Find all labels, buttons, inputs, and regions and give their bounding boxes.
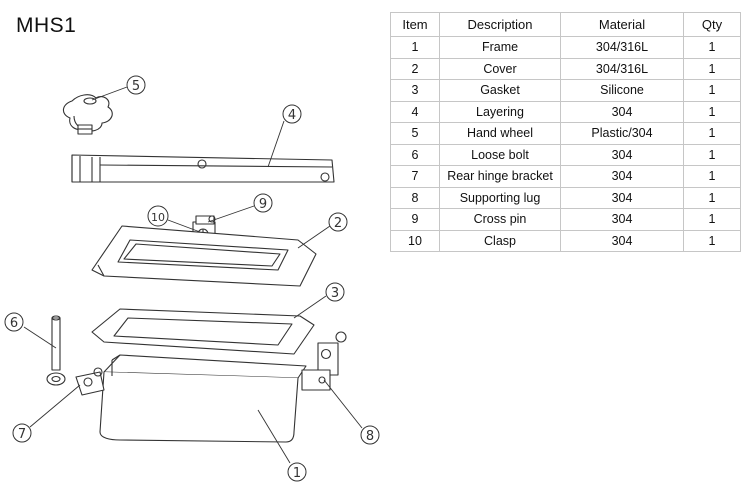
cell-item: 2 <box>390 57 440 80</box>
parts-table: Item Description Material Qty 1 Frame 30… <box>390 12 741 252</box>
table-row: 10 Clasp 304 1 <box>390 229 741 252</box>
header-item: Item <box>390 12 440 37</box>
svg-text:8: 8 <box>366 429 374 444</box>
cell-qty: 1 <box>683 36 741 59</box>
callout-3: 3 <box>325 282 345 302</box>
callout-10: 10 <box>147 205 169 227</box>
cell-description: Loose bolt <box>439 143 561 166</box>
cell-qty: 1 <box>683 79 741 102</box>
cell-description: Frame <box>439 36 561 59</box>
model-label: MHS1 <box>16 14 77 37</box>
callout-6: 6 <box>4 312 24 332</box>
frame-part <box>99 354 307 443</box>
header-material: Material <box>560 12 684 37</box>
svg-text:5: 5 <box>132 79 140 94</box>
cell-item: 1 <box>390 36 440 59</box>
cell-description: Cover <box>439 57 561 80</box>
cell-qty: 1 <box>683 143 741 166</box>
cell-material: Plastic/304 <box>560 122 684 145</box>
cell-item: 4 <box>390 100 440 123</box>
cell-qty: 1 <box>683 100 741 123</box>
layering-bar-part <box>71 154 335 183</box>
loose-bolt-part <box>46 315 66 386</box>
svg-text:10: 10 <box>151 211 165 224</box>
svg-text:9: 9 <box>259 197 267 212</box>
callout-5: 5 <box>126 75 146 95</box>
table-row: 8 Supporting lug 304 1 <box>390 186 741 209</box>
svg-text:1: 1 <box>293 466 301 481</box>
exploded-view-diagram: 5 4 9 10 2 3 6 7 <box>4 75 380 482</box>
callout-4: 4 <box>282 104 302 124</box>
hand-wheel-part <box>62 94 113 135</box>
callout-2: 2 <box>328 212 348 232</box>
svg-text:2: 2 <box>334 216 342 231</box>
cell-material: 304 <box>560 165 684 188</box>
cell-description: Cross pin <box>439 208 561 231</box>
table-row: 5 Hand wheel Plastic/304 1 <box>390 122 741 145</box>
table-row: 6 Loose bolt 304 1 <box>390 143 741 166</box>
callout-1: 1 <box>287 462 307 482</box>
cell-description: Rear hinge bracket <box>439 165 561 188</box>
svg-text:7: 7 <box>18 427 26 442</box>
cell-qty: 1 <box>683 122 741 145</box>
cell-material: 304 <box>560 100 684 123</box>
cell-material: 304 <box>560 229 684 252</box>
cell-item: 7 <box>390 165 440 188</box>
table-row: 2 Cover 304/316L 1 <box>390 57 741 80</box>
table-header-row: Item Description Material Qty <box>390 12 741 37</box>
cover-part <box>91 225 317 287</box>
cell-item: 6 <box>390 143 440 166</box>
cell-item: 3 <box>390 79 440 102</box>
cell-description: Hand wheel <box>439 122 561 145</box>
table-row: 9 Cross pin 304 1 <box>390 208 741 231</box>
cell-qty: 1 <box>683 208 741 231</box>
callout-group: 5 4 9 10 2 3 6 7 <box>4 75 380 482</box>
svg-text:6: 6 <box>10 316 18 331</box>
cell-item: 5 <box>390 122 440 145</box>
rear-hinge-bracket-part <box>75 367 105 396</box>
table-row: 3 Gasket Silicone 1 <box>390 79 741 102</box>
cell-material: 304 <box>560 143 684 166</box>
cell-item: 8 <box>390 186 440 209</box>
header-qty: Qty <box>683 12 741 37</box>
table-row: 4 Layering 304 1 <box>390 100 741 123</box>
cell-material: 304 <box>560 208 684 231</box>
cell-description: Layering <box>439 100 561 123</box>
callout-9: 9 <box>253 193 273 213</box>
cell-material: 304 <box>560 186 684 209</box>
callout-8: 8 <box>360 425 380 445</box>
cell-qty: 1 <box>683 165 741 188</box>
cell-item: 10 <box>390 229 440 252</box>
cell-material: 304/316L <box>560 36 684 59</box>
cell-description: Clasp <box>439 229 561 252</box>
gasket-part <box>91 308 315 355</box>
table-row: 7 Rear hinge bracket 304 1 <box>390 165 741 188</box>
cell-qty: 1 <box>683 186 741 209</box>
leader-lines <box>23 86 363 464</box>
cell-material: 304/316L <box>560 57 684 80</box>
table-row: 1 Frame 304/316L 1 <box>390 36 741 59</box>
cell-description: Supporting lug <box>439 186 561 209</box>
svg-text:4: 4 <box>288 108 296 123</box>
supporting-lug-part <box>301 331 347 391</box>
svg-text:3: 3 <box>331 286 339 301</box>
cell-material: Silicone <box>560 79 684 102</box>
callout-7: 7 <box>12 423 32 443</box>
cell-qty: 1 <box>683 229 741 252</box>
cell-description: Gasket <box>439 79 561 102</box>
header-description: Description <box>439 12 561 37</box>
cell-item: 9 <box>390 208 440 231</box>
cell-qty: 1 <box>683 57 741 80</box>
